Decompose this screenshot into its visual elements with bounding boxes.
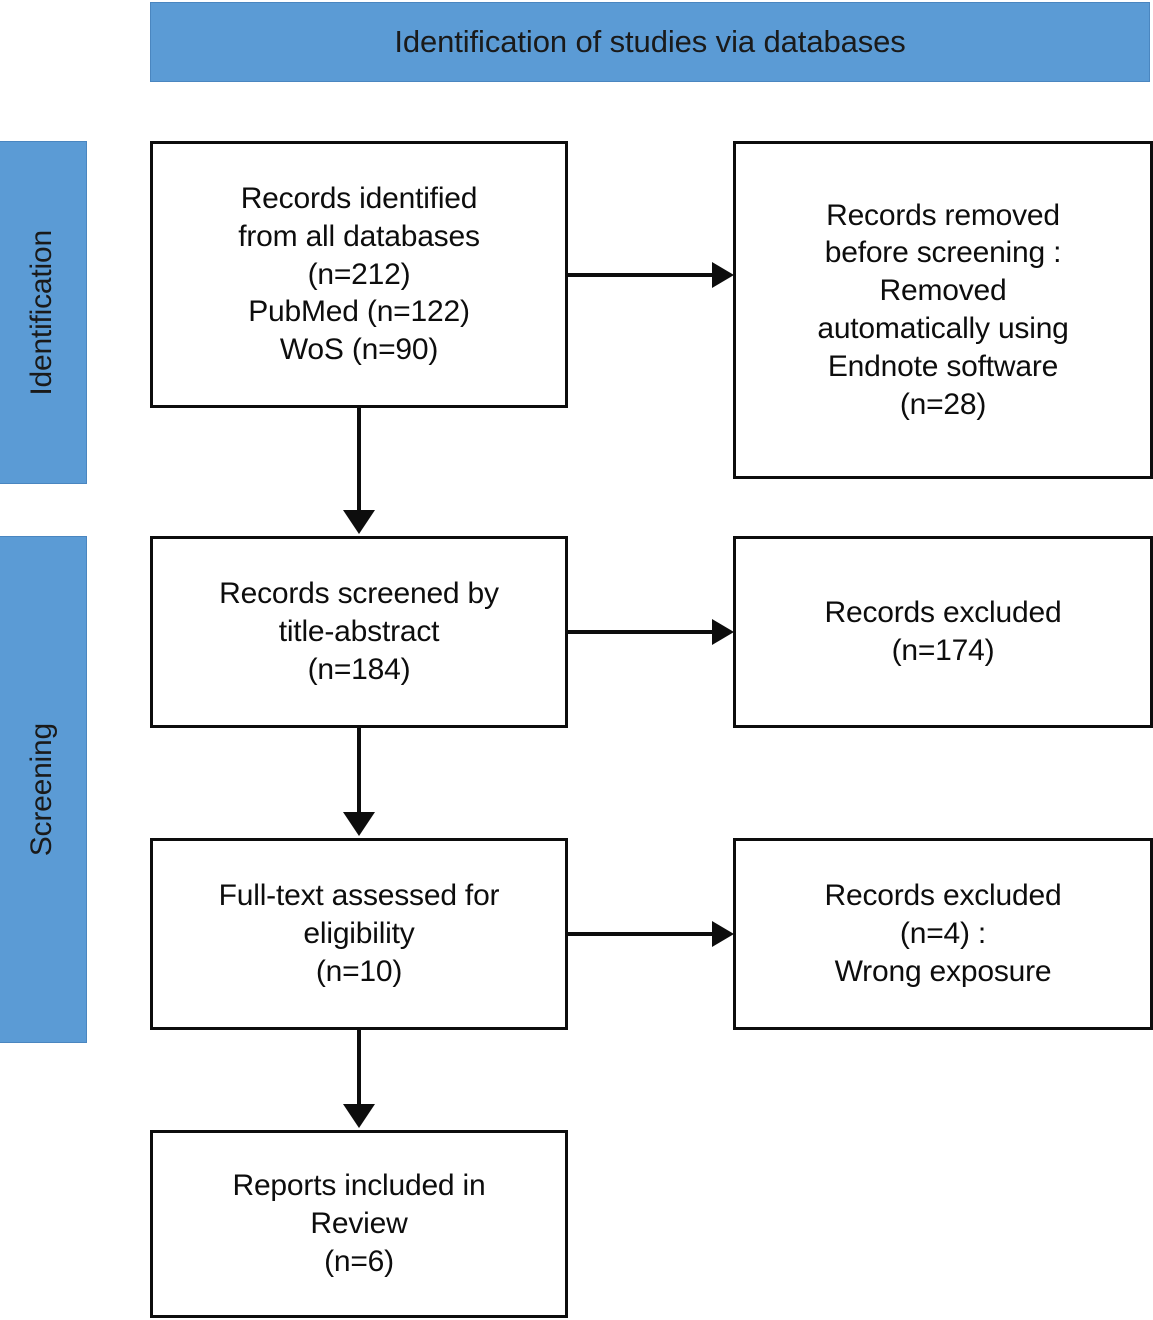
box-line: Records excluded: [824, 879, 1062, 913]
arrow-down-icon: [343, 510, 375, 534]
connector-line-screened-to-excluded: [568, 630, 714, 634]
connector-line-identified-to-screened: [357, 408, 361, 512]
connector-line-fulltext-to-excluded: [568, 932, 714, 936]
box-line: Endnote software: [827, 349, 1059, 383]
box-line: Removed: [879, 274, 1007, 308]
arrow-down-icon: [343, 1104, 375, 1128]
arrow-right-icon: [712, 921, 734, 947]
box-line: title-abstract: [278, 615, 440, 649]
box-line: automatically using: [817, 312, 1069, 345]
box-line: (n=4) :: [899, 917, 987, 951]
box-line: Review: [310, 1207, 408, 1241]
box-line: Wrong exposure: [834, 954, 1052, 988]
box-full-text-assessed: Full-text assessed for eligibility (n=10…: [150, 838, 568, 1030]
connector-line-identified-to-removed: [568, 273, 714, 277]
box-line: (n=184): [307, 652, 411, 686]
connector-line-screened-to-fulltext: [357, 728, 361, 814]
header-title: Identification of studies via databases: [394, 24, 906, 60]
arrow-right-icon: [712, 262, 734, 288]
box-records-removed: Records removed before screening : Remov…: [733, 141, 1153, 479]
box-line: before screening :: [824, 236, 1062, 270]
box-line: Records identified: [240, 182, 478, 215]
phase-bar-screening: Screening: [0, 536, 87, 1043]
arrow-right-icon: [712, 619, 734, 645]
phase-label-identification: Identification: [25, 229, 59, 396]
box-line: Reports included in: [232, 1169, 486, 1203]
box-line: Records screened by: [219, 577, 499, 611]
box-line: eligibility: [303, 917, 415, 951]
box-line: (n=212): [307, 257, 411, 291]
box-line: (n=6): [324, 1244, 394, 1278]
phase-bar-identification: Identification: [0, 141, 87, 484]
connector-line-fulltext-to-included: [357, 1030, 361, 1106]
header-banner: Identification of studies via databases: [150, 2, 1150, 82]
arrow-down-icon: [343, 812, 375, 836]
box-reports-included: Reports included in Review (n=6): [150, 1130, 568, 1318]
box-line: Records excluded: [824, 596, 1062, 630]
box-records-identified: Records identified from all databases (n…: [150, 141, 568, 408]
box-records-screened: Records screened by title-abstract (n=18…: [150, 536, 568, 728]
box-line: (n=174): [891, 634, 995, 667]
box-line: PubMed (n=122): [248, 295, 470, 329]
box-line: WoS (n=90): [279, 333, 439, 367]
box-line: Records removed: [826, 198, 1060, 232]
box-line: from all databases: [238, 219, 480, 253]
phase-label-screening: Screening: [25, 722, 59, 857]
box-records-excluded-title-abstract: Records excluded (n=174): [733, 536, 1153, 728]
box-records-excluded-full-text: Records excluded (n=4) : Wrong exposure: [733, 838, 1153, 1030]
box-line: Full-text assessed for: [218, 879, 500, 913]
box-line: (n=10): [315, 954, 403, 988]
box-line: (n=28): [899, 387, 987, 421]
